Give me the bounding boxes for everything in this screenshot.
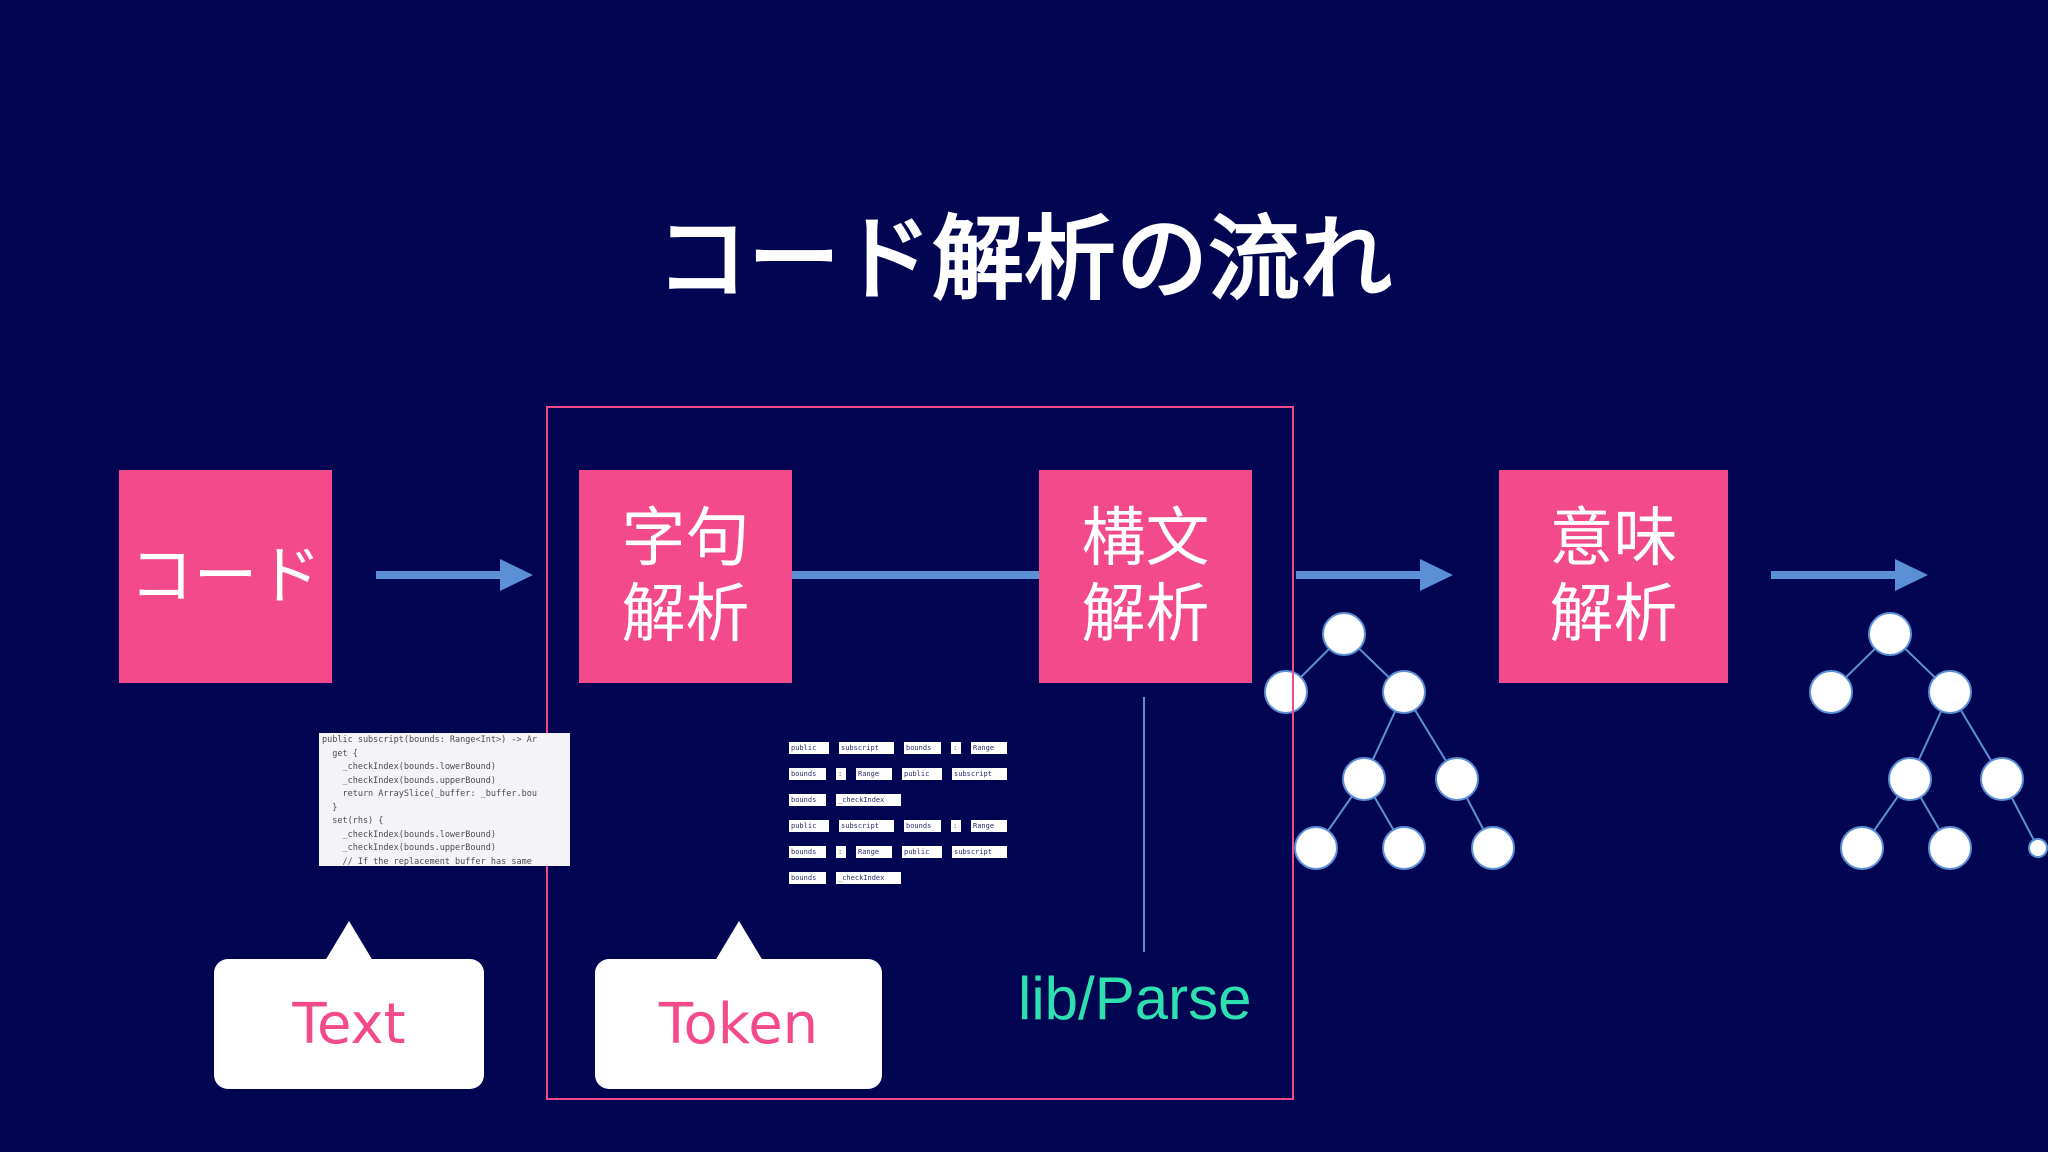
arrow-syntax-to-semantic <box>1296 559 1453 591</box>
code-line: _checkIndex(bounds.upperBound) <box>322 843 496 853</box>
code-line: public subscript(bounds: Range<Int>) -> … <box>322 735 537 745</box>
token-chip: bounds <box>904 742 941 754</box>
token-chip: : <box>951 742 961 754</box>
token-chip: : <box>836 768 846 780</box>
token-chip: _checkIndex <box>836 794 901 806</box>
code-line: set(rhs) { <box>322 816 384 826</box>
token-chip: subscript <box>839 820 894 832</box>
token-chip: bounds <box>789 872 826 884</box>
token-chip: subscript <box>952 768 1007 780</box>
code-line: _checkIndex(bounds.lowerBound) <box>322 762 496 772</box>
token-chip: public <box>789 820 829 832</box>
arrow-semantic-out <box>1771 559 1928 591</box>
arrow-code-to-lexical <box>376 559 533 591</box>
code-line: // If the replacement buffer has same <box>322 856 532 867</box>
token-chip: Range <box>971 820 1007 832</box>
token-chip: subscript <box>839 742 894 754</box>
token-chip: Range <box>856 846 892 858</box>
syntax-analysis-label-1: 構文 <box>1081 501 1210 576</box>
syntax-tree-1 <box>1264 612 1515 870</box>
lexical-analysis-label-2: 解析 <box>621 577 750 652</box>
syntax-analysis-label-2: 解析 <box>1081 577 1210 652</box>
lexical-analysis-box: 字句 解析 <box>579 470 792 683</box>
code-line: get { <box>322 748 358 759</box>
code-line: return ArraySlice(_buffer: _buffer.bou <box>322 789 537 799</box>
semantic-analysis-label-2: 解析 <box>1549 577 1678 652</box>
text-callout-label: Text <box>292 991 406 1057</box>
token-chip: : <box>951 820 961 832</box>
text-callout: Text <box>214 959 484 1089</box>
slide-title: コード解析の流れ <box>655 206 1392 313</box>
token-chip: public <box>902 768 942 780</box>
code-line: _checkIndex(bounds.upperBound) <box>322 775 496 786</box>
token-callout-label: Token <box>658 991 819 1057</box>
code-line: _checkIndex(bounds.lowerBound) <box>322 829 496 840</box>
token-chip: bounds <box>789 846 826 858</box>
code-line: } <box>322 802 338 813</box>
syntax-analysis-box: 構文 解析 <box>1039 470 1252 683</box>
token-chip: public <box>902 846 942 858</box>
token-callout: Token <box>595 959 882 1089</box>
token-chip: Range <box>856 768 892 780</box>
token-chip: bounds <box>789 768 826 780</box>
token-chip: bounds <box>789 794 826 806</box>
code-box-label: コード <box>129 539 322 614</box>
semantic-analysis-label-1: 意味 <box>1549 501 1678 576</box>
code-box: コード <box>119 470 332 683</box>
token-chip: public <box>789 742 829 754</box>
semantic-analysis-box: 意味 解析 <box>1499 470 1728 683</box>
lib-parse-label: lib/Parse <box>1018 965 1252 1032</box>
source-code-snippet: public subscript(bounds: Range<Int>) -> … <box>319 733 570 866</box>
lexical-analysis-label-1: 字句 <box>621 501 750 576</box>
token-chip: Range <box>971 742 1007 754</box>
token-chip: bounds <box>904 820 941 832</box>
token-chip: : <box>836 846 846 858</box>
token-chip: _checkIndex <box>836 872 901 884</box>
syntax-tree-2 <box>1809 612 2048 870</box>
token-chip: subscript <box>952 846 1007 858</box>
